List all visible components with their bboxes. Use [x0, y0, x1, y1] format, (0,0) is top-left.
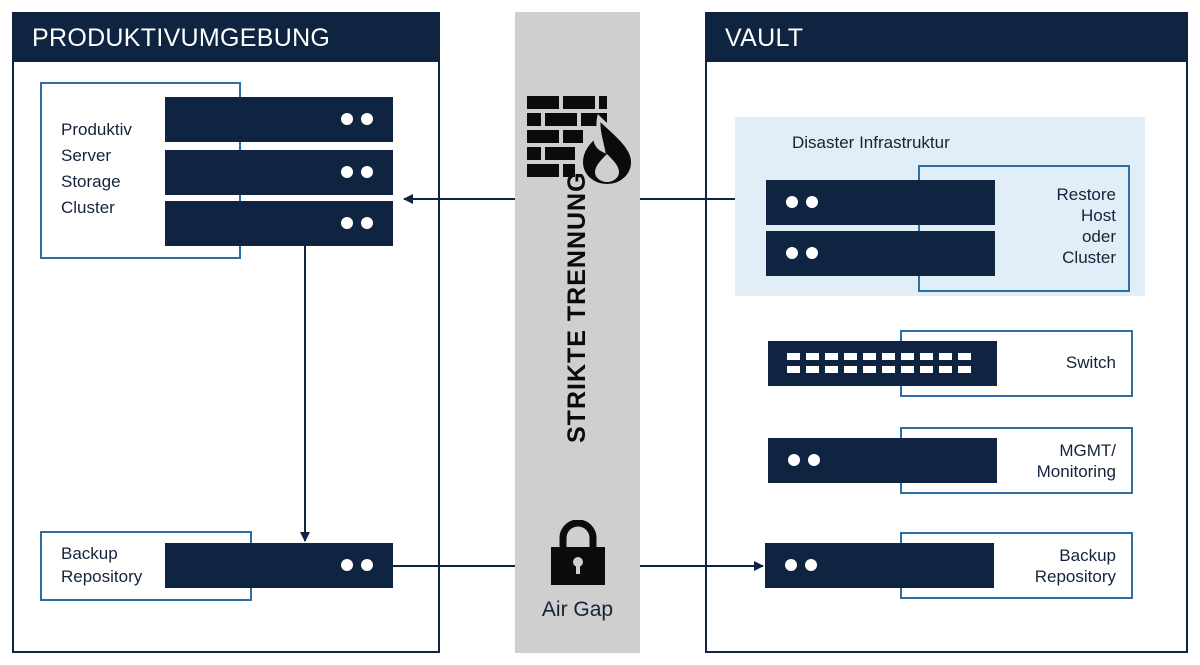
- switch-port: [920, 353, 933, 360]
- status-light: [361, 217, 373, 229]
- switch-port: [787, 353, 800, 360]
- status-light: [361, 559, 373, 571]
- switch-port: [825, 366, 838, 373]
- switch-port: [958, 366, 971, 373]
- switch-port: [863, 353, 876, 360]
- switch-port: [882, 366, 895, 373]
- production-server-label: Produktiv Server Storage Cluster: [61, 117, 201, 221]
- switch-port: [882, 353, 895, 360]
- status-light: [808, 454, 820, 466]
- switch-port: [844, 353, 857, 360]
- switch-unit: [768, 341, 997, 386]
- switch-port: [939, 353, 952, 360]
- restore-label: Restore Host oder Cluster: [1000, 184, 1116, 268]
- label-line: Repository: [61, 567, 143, 586]
- production-backup-label: Backup Repository: [61, 542, 171, 588]
- restore-frame: [918, 165, 1130, 292]
- status-light: [806, 247, 818, 259]
- vault-title: VAULT: [707, 14, 1186, 62]
- switch-port: [901, 353, 914, 360]
- status-light: [786, 247, 798, 259]
- vault-backup-server: [765, 543, 994, 588]
- switch-port: [806, 366, 819, 373]
- switch-port: [958, 353, 971, 360]
- production-server-unit: [165, 201, 393, 246]
- label-line: Monitoring: [1036, 462, 1116, 481]
- switch-port: [825, 353, 838, 360]
- label-line: Host: [1081, 206, 1116, 225]
- label-line: Backup: [1059, 546, 1116, 565]
- production-backup-server: [165, 543, 393, 588]
- vault-backup-label: Backup Repository: [990, 545, 1116, 587]
- status-light: [805, 559, 817, 571]
- label-line: Cluster: [61, 198, 115, 217]
- firewall-icon: [527, 96, 636, 186]
- production-title: PRODUKTIVUMGEBUNG: [14, 14, 438, 62]
- status-light: [361, 166, 373, 178]
- switch-port: [920, 366, 933, 373]
- label-line: Storage: [61, 172, 121, 191]
- switch-label: Switch: [1065, 353, 1116, 372]
- airgap-label: Air Gap: [541, 598, 614, 621]
- switch-port: [863, 366, 876, 373]
- label-line: Cluster: [1062, 248, 1116, 267]
- lock-icon: [551, 520, 605, 585]
- production-server-unit: [165, 150, 393, 195]
- switch-port: [787, 366, 800, 373]
- status-light: [341, 217, 353, 229]
- label-line: oder: [1081, 227, 1116, 246]
- status-light: [788, 454, 800, 466]
- status-light: [806, 196, 818, 208]
- label-line: Server: [61, 146, 112, 165]
- separator-label-wrap: STRIKTE TRENNUNG: [477, 171, 677, 443]
- mgmt-server-unit: [768, 438, 997, 483]
- status-light: [785, 559, 797, 571]
- status-light: [341, 559, 353, 571]
- separator-label: STRIKTE TRENNUNG: [563, 171, 591, 443]
- status-light: [786, 196, 798, 208]
- restore-server-unit: [766, 180, 995, 225]
- production-server-unit: [165, 97, 393, 142]
- switch-port: [939, 366, 952, 373]
- status-light: [341, 113, 353, 125]
- restore-server-unit: [766, 231, 995, 276]
- mgmt-label: MGMT/ Monitoring: [990, 440, 1116, 482]
- label-line: MGMT/: [1059, 441, 1116, 460]
- label-line: Backup: [61, 544, 118, 563]
- disaster-infrastructure-label: Disaster Infrastruktur: [792, 133, 950, 152]
- switch-port: [901, 366, 914, 373]
- switch-port: [806, 353, 819, 360]
- label-line: Repository: [1034, 567, 1116, 586]
- status-light: [341, 166, 353, 178]
- switch-port: [844, 366, 857, 373]
- label-line: Produktiv: [61, 120, 132, 139]
- status-light: [361, 113, 373, 125]
- label-line: Restore: [1056, 185, 1116, 204]
